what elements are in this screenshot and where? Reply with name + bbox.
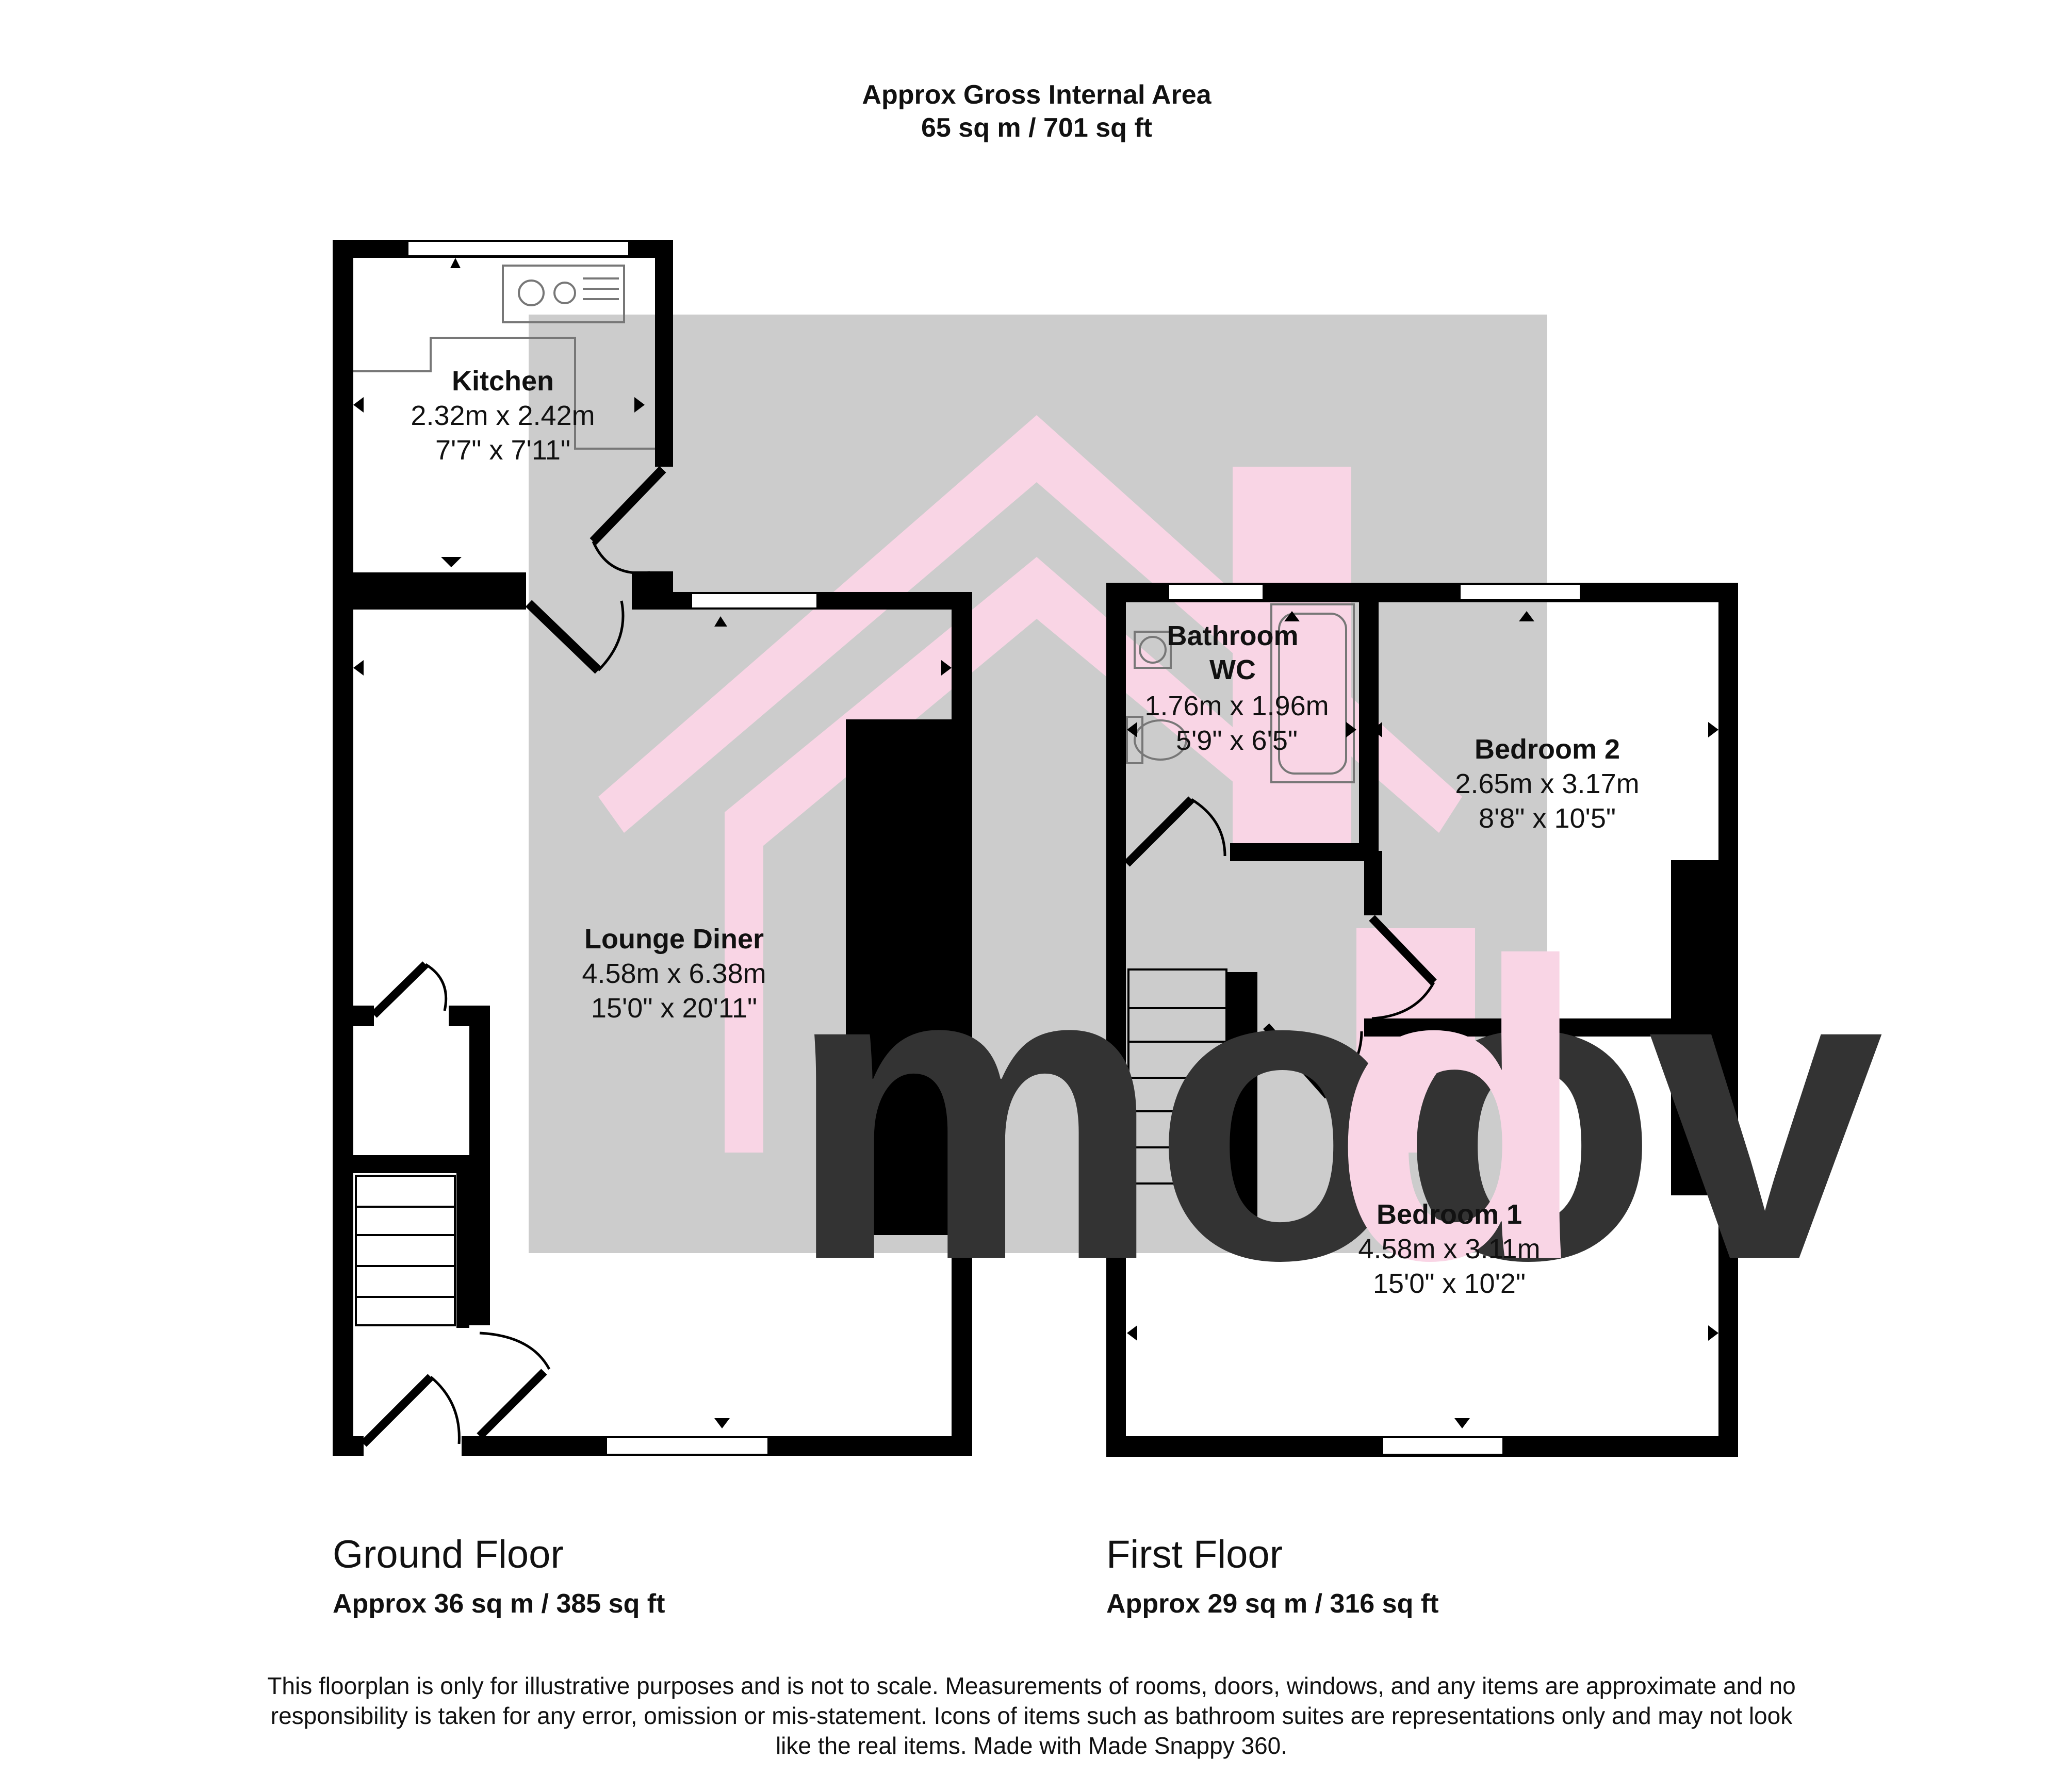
disclaimer-text: This floorplan is only for illustrative … [267, 1672, 1796, 1759]
ground-floor-walls [333, 240, 972, 1456]
room-name-bathroom: Bathroom [1167, 620, 1299, 651]
room-dims-ft-bathroom: 5'9" x 6'5" [1175, 725, 1298, 756]
first-floor-fixtures [1126, 603, 1355, 1185]
room-dims-m-kitchen: 2.32m x 2.42m [411, 400, 595, 431]
room-dims-m-bedroom-2: 2.65m x 3.17m [1455, 768, 1640, 799]
floor-area-first: Approx 29 sq m / 316 sq ft [1106, 1589, 1439, 1619]
room-name-lounge-diner: Lounge Diner [584, 924, 764, 955]
room-dims-m-bathroom: 1.76m x 1.96m [1144, 691, 1329, 721]
first-floor-walls [1106, 583, 1738, 1457]
first-floor-windows [1167, 583, 1582, 1456]
floor-name-ground: Ground Floor [333, 1533, 564, 1576]
room-dims-ft-kitchen: 7'7" x 7'11" [435, 435, 571, 466]
room-name-bathroom-wc: WC [1209, 654, 1256, 685]
room-name-kitchen: Kitchen [451, 366, 554, 397]
first-floor-doors [1124, 796, 1437, 1099]
room-dims-ft-lounge-diner: 15'0" x 20'11" [591, 993, 758, 1024]
room-dims-ft-bedroom-1: 15'0" x 10'2" [1372, 1268, 1526, 1299]
ground-floor-dimension-arrows [353, 258, 952, 1428]
room-name-bedroom-1: Bedroom 1 [1376, 1199, 1522, 1230]
floor-name-first: First Floor [1106, 1533, 1283, 1576]
gross-area-title: Approx Gross Internal Area [862, 80, 1211, 110]
ground-floor-windows [406, 240, 818, 1456]
watermark-brand-text: moov [787, 875, 1884, 1347]
room-dims-m-lounge-diner: 4.58m x 6.38m [582, 958, 766, 989]
ground-floor-doors [361, 466, 666, 1447]
watermark-brand-text-accent: d [1331, 875, 1589, 1347]
ground-floor-fixtures [353, 265, 655, 1326]
room-name-bedroom-2: Bedroom 2 [1474, 734, 1620, 765]
floor-area-ground: Approx 36 sq m / 385 sq ft [333, 1589, 665, 1619]
first-floor-dimension-arrows [1127, 611, 1718, 1428]
room-dims-m-bedroom-1: 4.58m x 3.11m [1358, 1234, 1541, 1264]
gross-area-value: 65 sq m / 701 sq ft [921, 113, 1152, 143]
room-dims-ft-bedroom-2: 8'8" x 10'5" [1478, 803, 1616, 834]
